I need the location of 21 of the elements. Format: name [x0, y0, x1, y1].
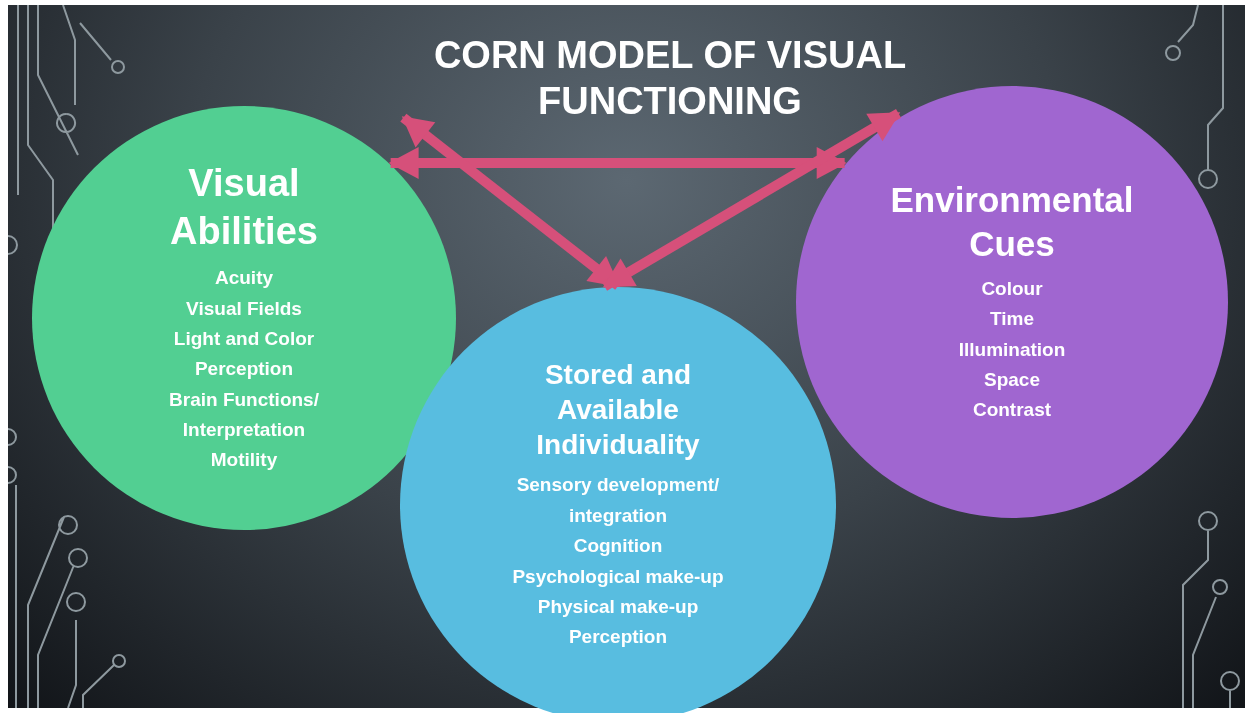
double-arrow — [602, 109, 902, 291]
list-item: Colour — [980, 276, 1044, 301]
list-item: Physical make-up — [536, 594, 700, 619]
list-item: Acuity — [213, 266, 275, 291]
title: CORN MODEL OF VISUAL FUNCTIONING — [432, 33, 908, 124]
list-item: Brain Functions/ Interpretation — [168, 387, 320, 443]
list-item: Visual Fields — [185, 296, 303, 321]
list-item: Psychological make-up — [511, 564, 725, 589]
list-item: Sensory development/ integration — [515, 473, 721, 528]
circle-heading: Visual Abilities — [169, 161, 319, 254]
circle-heading: Stored and Available Individuality — [535, 358, 701, 463]
list-item: Motility — [209, 448, 279, 473]
list-item: Cognition — [572, 534, 664, 559]
list-item: Illumination — [957, 337, 1067, 362]
double-arrow — [388, 147, 847, 179]
circle-heading: Environmental Cues — [889, 179, 1135, 265]
list-item: Light and Color Perception — [172, 326, 316, 382]
list-item: Time — [989, 307, 1035, 332]
list-item: Perception — [567, 625, 669, 650]
list-item: Space — [983, 367, 1041, 392]
list-item: Contrast — [971, 398, 1053, 423]
